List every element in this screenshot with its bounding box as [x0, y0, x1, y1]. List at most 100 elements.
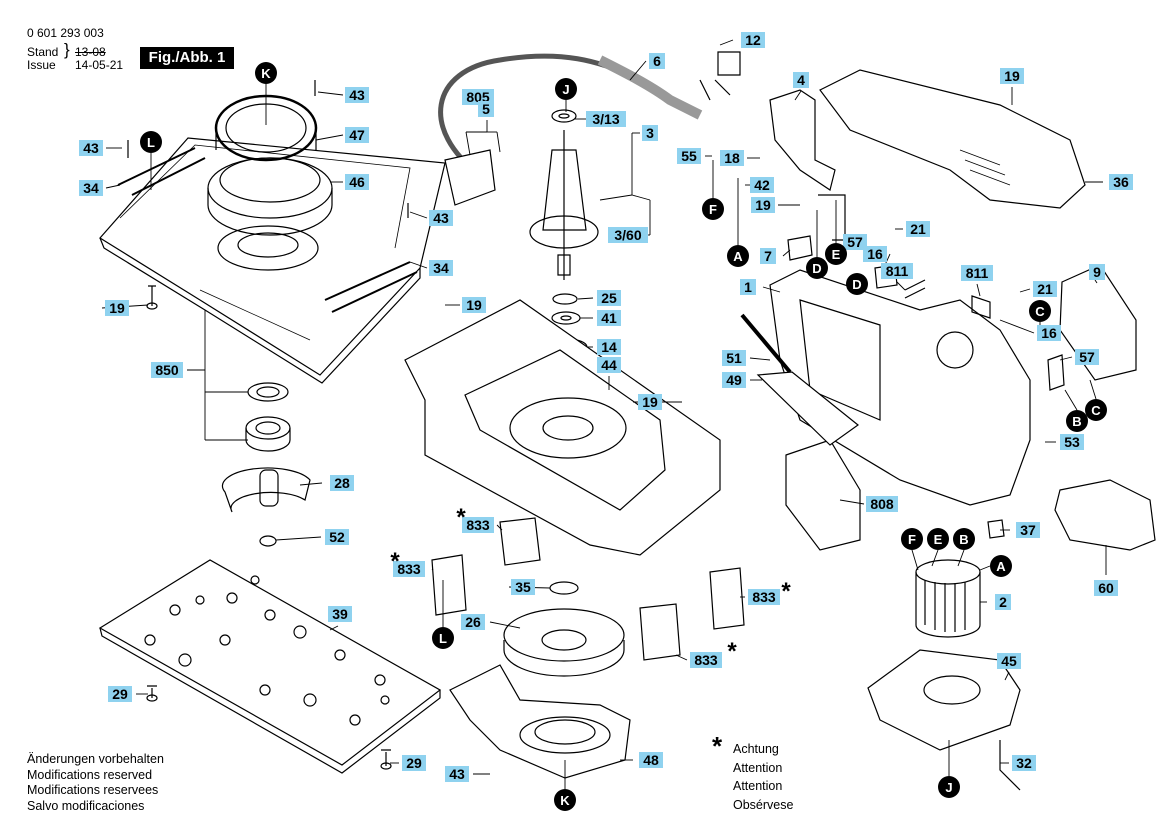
- part-label-45: 45: [997, 653, 1021, 669]
- marker-circle: [938, 776, 960, 798]
- part-label-text: 37: [1020, 522, 1036, 538]
- leader-line: [749, 357, 771, 361]
- part-label-box: [345, 87, 369, 103]
- part-label-box: [760, 248, 776, 264]
- part-label-text: 19: [642, 394, 658, 410]
- part-label-box: [906, 221, 930, 237]
- part-label-box: [1094, 580, 1118, 596]
- part-label-36: 36: [1109, 174, 1133, 190]
- part-label-16: 16: [1037, 325, 1061, 341]
- part-label-808: 808: [866, 496, 898, 512]
- part-label-text: 6: [653, 53, 661, 69]
- marker-letter: D: [812, 261, 821, 276]
- part-label-text: 45: [1001, 653, 1017, 669]
- part-label-box: [345, 174, 369, 190]
- pads-833: [431, 517, 745, 661]
- part-label-39: 39: [328, 606, 352, 622]
- part-label-29: 29: [108, 686, 132, 702]
- part-label-box: [445, 766, 469, 782]
- part-label-43: 43: [445, 766, 469, 782]
- part-label-5: 5: [478, 101, 494, 117]
- marker-letter: E: [934, 532, 943, 547]
- part-label-text: 29: [406, 755, 422, 771]
- marker-letter: F: [908, 532, 916, 547]
- part-label-19: 19: [638, 394, 662, 410]
- bottom-cover-45: [867, 649, 1021, 751]
- part-label-833: 833: [748, 589, 780, 605]
- part-label-text: 43: [433, 210, 449, 226]
- drawing-number: 0 601 293 003: [27, 26, 104, 40]
- part-label-box: [1000, 68, 1024, 84]
- switch-4: [699, 51, 836, 191]
- leader-line: [631, 194, 651, 201]
- marker-letter: C: [1035, 304, 1045, 319]
- attention-en: Attention: [733, 760, 783, 775]
- marker-C: C: [1085, 399, 1107, 421]
- screws-left: [127, 80, 409, 770]
- marker-circle: [953, 528, 975, 550]
- marker-circle: [140, 131, 162, 153]
- part-label-32: 32: [1012, 755, 1036, 771]
- part-label-19: 19: [105, 300, 129, 316]
- part-label-box: [108, 686, 132, 702]
- marker-circle: [1066, 410, 1088, 432]
- part-label-text: 34: [433, 260, 449, 276]
- part-label-53: 53: [1060, 434, 1084, 450]
- part-label-text: 3/60: [614, 227, 641, 243]
- part-label-text: 9: [1093, 264, 1101, 280]
- part-label-text: 16: [1041, 325, 1057, 341]
- part-label-box: [1012, 755, 1036, 771]
- leader-line: [1064, 389, 1078, 411]
- part-label-text: 1: [744, 279, 752, 295]
- marker-letter: D: [852, 277, 861, 292]
- marker-letter: A: [733, 249, 743, 264]
- part-label-60: 60: [1094, 580, 1118, 596]
- part-label-box: [597, 339, 621, 355]
- marker-letter: L: [439, 631, 447, 646]
- part-label-text: 5: [482, 101, 490, 117]
- part-label-850: 850: [151, 362, 183, 378]
- leader-line: [317, 91, 344, 96]
- leader-line: [489, 621, 521, 629]
- part-label-box: [690, 652, 722, 668]
- part-label-37: 37: [1016, 522, 1040, 538]
- part-label-text: 53: [1064, 434, 1080, 450]
- part-label-text: 46: [349, 174, 365, 190]
- part-label-box: [863, 246, 887, 262]
- part-label-43: 43: [345, 87, 369, 103]
- note-fr: Modifications reservees: [27, 783, 159, 797]
- part-label-box: [429, 210, 453, 226]
- part-label-text: 16: [867, 246, 883, 262]
- part-label-text: 34: [83, 180, 99, 196]
- part-label-text: 21: [1037, 281, 1053, 297]
- part-label-box: [843, 234, 867, 250]
- part-label-text: 811: [966, 265, 989, 281]
- part-label-text: 35: [515, 579, 531, 595]
- part-label-51: 51: [722, 350, 746, 366]
- part-label-text: 4: [797, 72, 805, 88]
- part-label-43: 43: [429, 210, 453, 226]
- issue-value: 14-05-21: [75, 58, 124, 72]
- part-label-text: 2: [999, 594, 1007, 610]
- leader-line: [1059, 356, 1073, 361]
- marker-letter: C: [1091, 403, 1101, 418]
- part-label-34: 34: [429, 260, 453, 276]
- marker-circle: [990, 555, 1012, 577]
- part-label-text: 12: [745, 32, 761, 48]
- part-label-41: 41: [597, 310, 621, 326]
- marker-B: B: [1066, 410, 1088, 432]
- part-label-box: [511, 579, 535, 595]
- marker-J: J: [555, 78, 577, 100]
- marker-letter: F: [709, 202, 717, 217]
- bracket-glyph: }: [64, 40, 70, 59]
- part-label-43: 43: [79, 140, 103, 156]
- part-label-34: 34: [79, 180, 103, 196]
- part-label-box: [462, 297, 486, 313]
- leader-line: [465, 131, 471, 156]
- part-label-text: 49: [726, 372, 742, 388]
- part-label-box: [740, 279, 756, 295]
- part-label-box: [720, 150, 744, 166]
- leader-line: [496, 524, 503, 531]
- part-label-3: 3: [642, 125, 658, 141]
- stand-label: Stand: [27, 45, 59, 59]
